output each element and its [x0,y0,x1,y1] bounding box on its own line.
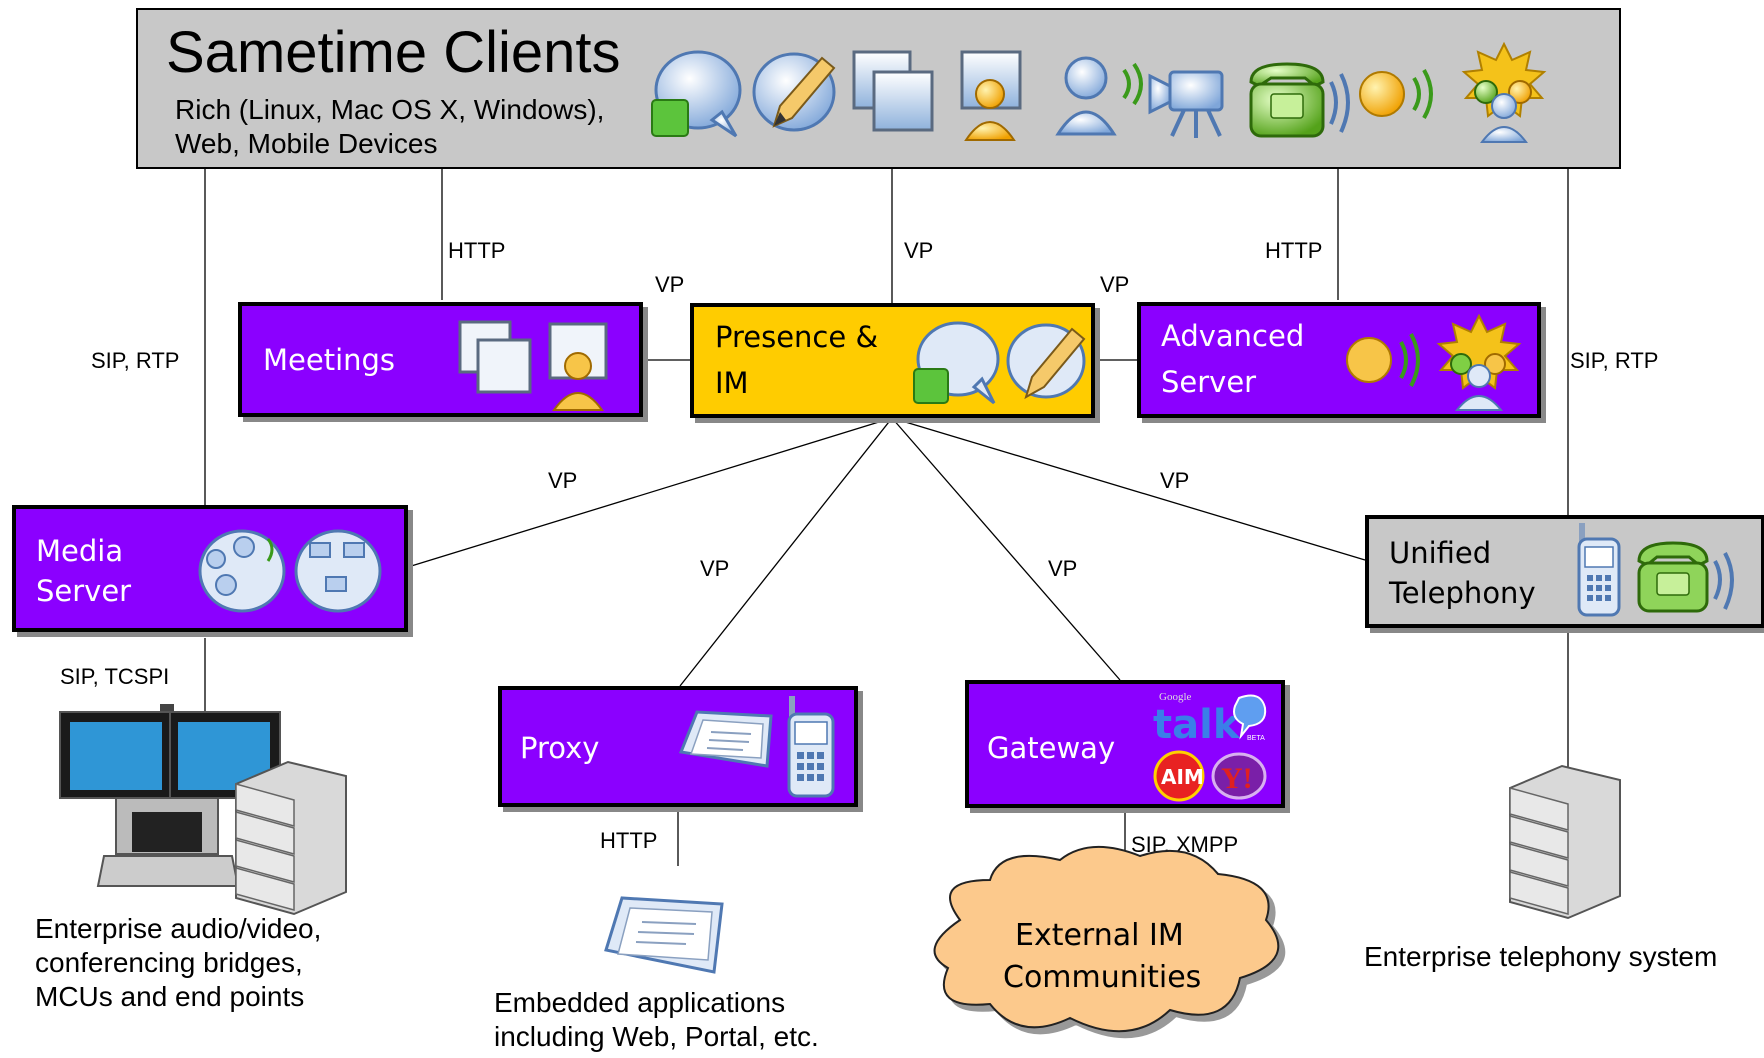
advanced-server: Advanced Server [1137,302,1541,418]
talk-bubble-icon [1233,694,1267,740]
caption-telephony-system: Enterprise telephony system [1364,941,1718,972]
video-camera-icon [294,529,382,613]
edge-label-advanced-http: HTTP [1265,238,1323,263]
advanced-icons [1346,313,1522,411]
edge-label-right-outer: SIP, RTP [1570,348,1659,373]
meetings-server: Meetings [238,302,643,417]
edge-label-presence-vp: VP [904,238,934,263]
external-label-line2: Communities [1003,960,1202,995]
chat-bubble-icon [913,321,1000,405]
yahoo-logo-icon [1211,752,1267,800]
presence-icons [913,321,1086,405]
edge-label-presence-adv-vp: VP [1100,272,1130,297]
media-label-line2: Server [36,574,132,608]
caption-embedded-line2: including Web, Portal, etc. [494,1021,819,1052]
edge-label-media-vp: VP [548,468,578,493]
presence-label-line1: Presence & [715,320,879,354]
line-presence-gateway [891,417,1121,681]
proxy-icons [678,696,835,798]
gateway-server: Gateway Google talk BETA AIM Y! [965,680,1285,808]
unified-telephony-server: Unified Telephony [1365,515,1764,628]
user-screen-icon [960,50,1022,141]
proxy-label: Proxy [520,731,600,765]
tablet-icon [604,896,724,974]
media-label-line1: Media [36,534,124,568]
advanced-label-line2: Server [1161,365,1257,399]
tablet-icon [678,710,773,768]
meetings-label: Meetings [263,343,396,377]
edge-label-gateway-vp: VP [1048,556,1078,581]
telephone-icon [1249,62,1350,138]
edge-label-proxy-vp: VP [700,556,730,581]
server-icon [1509,764,1621,920]
clients-title: Sametime Clients [166,20,621,85]
user-speaking-icon [198,529,286,613]
caption-enterprise-av-line2: conferencing bridges, [35,947,303,978]
aim-logo-text: AIM [1161,765,1204,789]
line-presence-media [407,417,893,568]
beta-text: BETA [1247,735,1265,742]
user-screen-icon [548,322,608,411]
gateway-label: Gateway [987,731,1116,765]
telephony-label-line1: Unified [1389,536,1492,570]
meetings-icons [458,320,608,411]
caption-enterprise-av-line3: MCUs and end points [35,981,305,1012]
clients-subtitle-line1: Rich (Linux, Mac OS X, Windows), [175,94,605,125]
line-presence-telephony [891,417,1366,561]
edge-label-telephony-vp: VP [1160,468,1190,493]
proxy-server: Proxy [498,686,858,807]
talk-logo-text: talk [1153,702,1241,748]
caption-enterprise-av-line1: Enterprise audio/video, [35,913,322,944]
mobile-phone-icon [787,696,835,798]
caption-embedded-line1: Embedded applications [494,987,786,1018]
edge-label-left-outer: SIP, RTP [91,348,180,373]
windows-stack-icon [852,50,934,132]
advanced-label-line1: Advanced [1161,319,1305,353]
group-star-icon [1461,41,1547,143]
audio-signal-icon [1346,333,1420,387]
group-star-icon [1436,313,1522,411]
edge-label-proxy-bottom: HTTP [600,828,658,853]
line-presence-proxy [679,417,893,687]
server-icon [235,760,347,916]
external-label-line1: External IM [1015,918,1184,953]
telephone-icon [1637,541,1734,613]
chat-bubble-icon [651,50,742,138]
google-logo-text: Google [1159,691,1192,703]
video-camera-icon [1148,70,1224,138]
edge-label-media-bottom: SIP, TCSPI [60,664,170,689]
edge-label-meetings-http: HTTP [448,238,506,263]
presence-label-line2: IM [715,366,749,400]
windows-stack-icon [458,320,532,394]
pencil-edit-icon [1006,323,1086,400]
media-server: Media Server [12,505,408,632]
edge-label-meet-presence-vp: VP [655,272,685,297]
telephony-label-line2: Telephony [1389,576,1536,610]
clients-subtitle-line2: Web, Mobile Devices [175,128,438,159]
pencil-edit-icon [752,52,836,132]
external-im-cloud [933,846,1280,1033]
yahoo-logo-text: Y! [1221,762,1253,795]
telephony-icons [1577,523,1734,617]
audio-signal-icon [1359,68,1433,120]
user-speaking-icon [1055,56,1143,136]
aim-logo-icon [1153,750,1205,802]
mobile-phone-icon [1577,523,1621,617]
presence-im-server: Presence & IM [690,303,1095,418]
gateway-logos: Google talk BETA AIM Y! [1153,691,1267,802]
media-icons [198,529,382,613]
video-conference-icon [59,704,281,887]
